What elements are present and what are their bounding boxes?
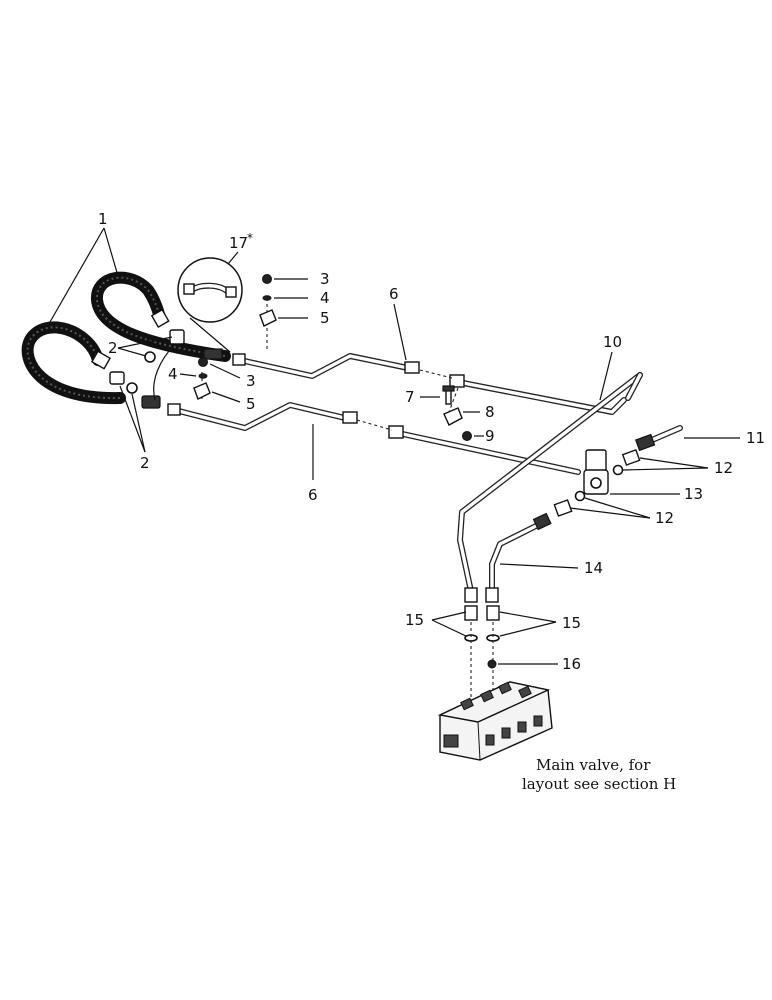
steel-line-upper-left bbox=[232, 353, 420, 379]
callout-1: 1 bbox=[98, 210, 108, 228]
steel-line-upper-right bbox=[449, 374, 627, 415]
steel-line-lower-left bbox=[167, 402, 358, 431]
callout-2-lower: 2 bbox=[140, 454, 150, 472]
callout-15-right: 15 bbox=[562, 614, 581, 632]
callout-15-left: 15 bbox=[405, 611, 424, 629]
callout-17-star: * bbox=[247, 231, 253, 245]
clip-hardware-center bbox=[442, 385, 472, 441]
callout-12-upper: 12 bbox=[714, 459, 733, 477]
adapters-15 bbox=[464, 605, 500, 642]
hose-assembly-upper bbox=[91, 271, 231, 362]
steel-line-14 bbox=[485, 512, 552, 603]
steel-line-10 bbox=[457, 372, 643, 603]
steel-line-lower-right bbox=[388, 425, 581, 475]
callout-5-lower: 5 bbox=[246, 395, 256, 413]
clip-hardware-lower bbox=[193, 357, 211, 400]
leader-lines bbox=[49, 227, 740, 665]
callout-4-lower: 4 bbox=[168, 365, 178, 383]
callout-12-lower: 12 bbox=[655, 509, 674, 527]
main-valve-note: Main valve, for layout see section H bbox=[522, 756, 676, 793]
clip-hardware-upper bbox=[259, 274, 277, 327]
note-line-2: layout see section H bbox=[522, 775, 676, 793]
callout-labels: 1 2 2 17 * 3 4 5 3 4 5 6 6 7 8 9 10 11 1… bbox=[98, 210, 765, 673]
tee-fitting-13 bbox=[583, 449, 609, 495]
callout-17: 17 bbox=[229, 234, 248, 252]
callout-3-lower: 3 bbox=[246, 372, 256, 390]
callout-6-lower: 6 bbox=[308, 486, 318, 504]
callout-14: 14 bbox=[584, 559, 603, 577]
callout-3-upper: 3 bbox=[320, 270, 330, 288]
callout-2-upper: 2 bbox=[108, 339, 118, 357]
callout-8: 8 bbox=[485, 403, 495, 421]
callout-5-upper: 5 bbox=[320, 309, 330, 327]
callout-10: 10 bbox=[603, 333, 622, 351]
callout-13: 13 bbox=[684, 485, 703, 503]
callout-9: 9 bbox=[485, 427, 495, 445]
callout-11: 11 bbox=[746, 429, 765, 447]
callout-4-upper: 4 bbox=[320, 289, 330, 307]
hose-assembly-lower bbox=[21, 321, 126, 405]
callout-7: 7 bbox=[405, 388, 415, 406]
callout-16: 16 bbox=[562, 655, 581, 673]
note-line-1: Main valve, for bbox=[536, 756, 651, 774]
main-valve-block bbox=[437, 681, 553, 761]
line-11 bbox=[621, 425, 683, 466]
detail-circle-17 bbox=[177, 257, 243, 353]
callout-6-upper: 6 bbox=[389, 285, 399, 303]
